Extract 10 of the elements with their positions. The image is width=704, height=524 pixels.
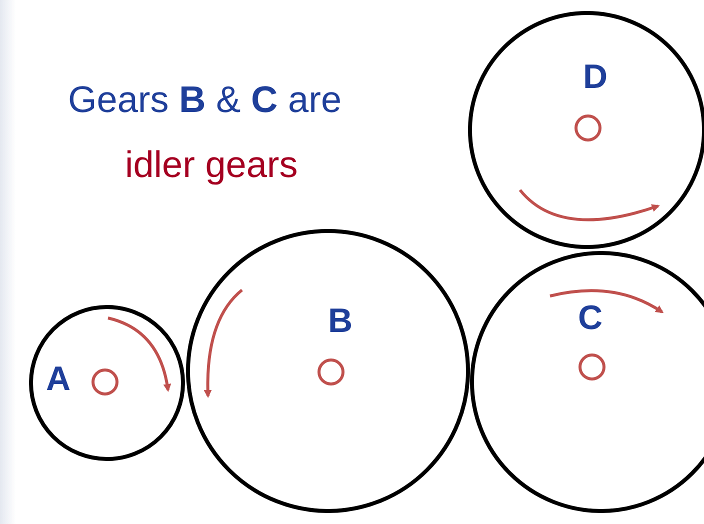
gear-label: C xyxy=(578,301,603,335)
caption-text: Gears B & C are xyxy=(68,80,342,121)
gear-circle xyxy=(29,305,185,461)
gear-circle xyxy=(186,229,470,513)
gear-label: A xyxy=(46,362,71,396)
gear-label: D xyxy=(583,60,608,94)
gear-label: B xyxy=(328,304,353,338)
caption-text: idler gears xyxy=(125,145,298,186)
gear-circle xyxy=(468,11,704,249)
gear-circle xyxy=(470,251,704,513)
